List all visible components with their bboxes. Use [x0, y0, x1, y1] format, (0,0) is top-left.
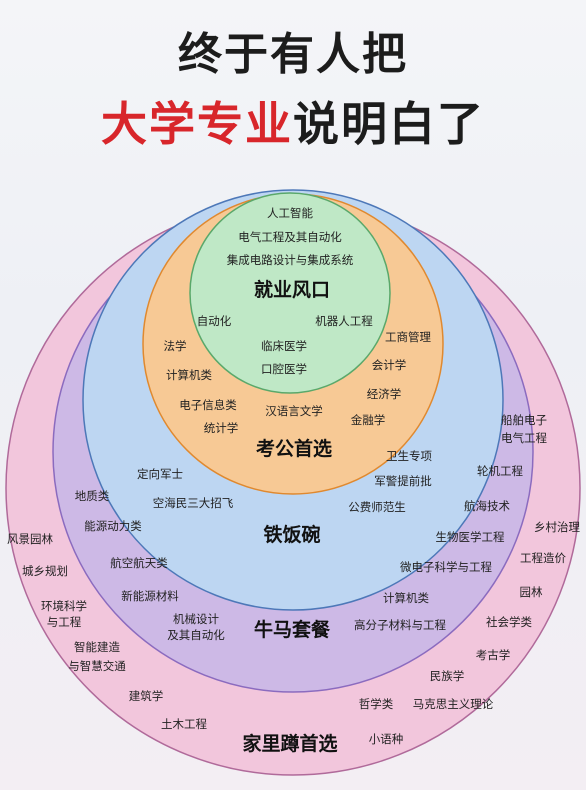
- title-highlight: 大学专业: [101, 97, 293, 151]
- major-label: 计算机类: [383, 591, 429, 605]
- major-label: 民族学: [430, 669, 465, 683]
- major-label: 小语种: [369, 732, 404, 746]
- major-label: 工商管理: [385, 330, 431, 344]
- major-label: 工程造价: [520, 551, 566, 565]
- major-label: 金融学: [351, 413, 386, 427]
- zone-jiali: 家里蹲首选: [242, 732, 337, 755]
- major-label: 自动化: [197, 314, 232, 328]
- major-label: 航海技术: [464, 499, 510, 513]
- major-label: 电子信息类: [179, 398, 237, 412]
- major-label: 能源动力类: [84, 519, 142, 533]
- major-label: 地质类: [75, 489, 110, 503]
- major-label: 人工智能: [267, 206, 313, 220]
- major-label: 建筑学: [129, 689, 164, 703]
- major-label: 及其自动化: [167, 628, 225, 642]
- major-label: 马克思主义理论: [413, 697, 494, 711]
- major-label: 考古学: [476, 648, 511, 662]
- zone-kaogong: 考公首选: [256, 437, 332, 460]
- major-label: 口腔医学: [261, 362, 307, 376]
- zone-niuma: 牛马套餐: [254, 618, 331, 641]
- major-label: 公费师范生: [348, 500, 406, 514]
- major-label: 电气工程及其自动化: [238, 230, 342, 244]
- major-label: 土木工程: [161, 717, 207, 731]
- major-label: 环境科学: [41, 599, 87, 613]
- major-label: 与工程: [47, 615, 82, 629]
- major-label: 乡村治理: [534, 520, 580, 534]
- major-label: 高分子材料与工程: [354, 618, 446, 632]
- major-label: 风景园林: [7, 532, 53, 546]
- major-label: 定向军士: [137, 467, 183, 481]
- major-label: 卫生专项: [386, 449, 432, 463]
- major-label: 经济学: [367, 387, 402, 401]
- major-label: 计算机类: [166, 368, 212, 382]
- major-label: 航空航天类: [110, 556, 168, 570]
- major-label: 法学: [164, 339, 187, 353]
- major-label: 临床医学: [261, 339, 307, 353]
- major-label: 船舶电子: [501, 413, 547, 427]
- major-label: 机械设计: [173, 612, 219, 626]
- major-label: 生物医学工程: [436, 530, 505, 544]
- major-label: 机器人工程: [315, 314, 373, 328]
- major-label: 会计学: [372, 358, 407, 372]
- title-rest: 说明白了: [293, 97, 485, 151]
- major-label: 微电子科学与工程: [400, 560, 492, 574]
- major-label: 电气工程: [501, 431, 547, 445]
- major-label: 新能源材料: [121, 589, 179, 603]
- major-label: 园林: [520, 585, 543, 599]
- major-label: 哲学类: [359, 697, 394, 711]
- major-label: 空海民三大招飞: [153, 496, 234, 510]
- zone-tiefanwan: 铁饭碗: [263, 523, 320, 546]
- major-label: 统计学: [204, 421, 239, 435]
- major-label: 与智慧交通: [68, 659, 126, 673]
- major-label: 军警提前批: [374, 474, 432, 488]
- circle-jiuye: [189, 192, 391, 394]
- title-line-1: 终于有人把: [178, 29, 408, 80]
- major-label: 社会学类: [486, 615, 532, 629]
- major-label: 智能建造: [74, 640, 120, 654]
- major-label: 集成电路设计与集成系统: [227, 253, 354, 267]
- major-label: 汉语言文学: [265, 404, 323, 418]
- major-label: 轮机工程: [477, 464, 523, 478]
- zone-jiuye: 就业风口: [254, 278, 330, 301]
- title-line-2: 大学专业说明白了: [0, 88, 586, 154]
- major-label: 城乡规划: [22, 564, 68, 578]
